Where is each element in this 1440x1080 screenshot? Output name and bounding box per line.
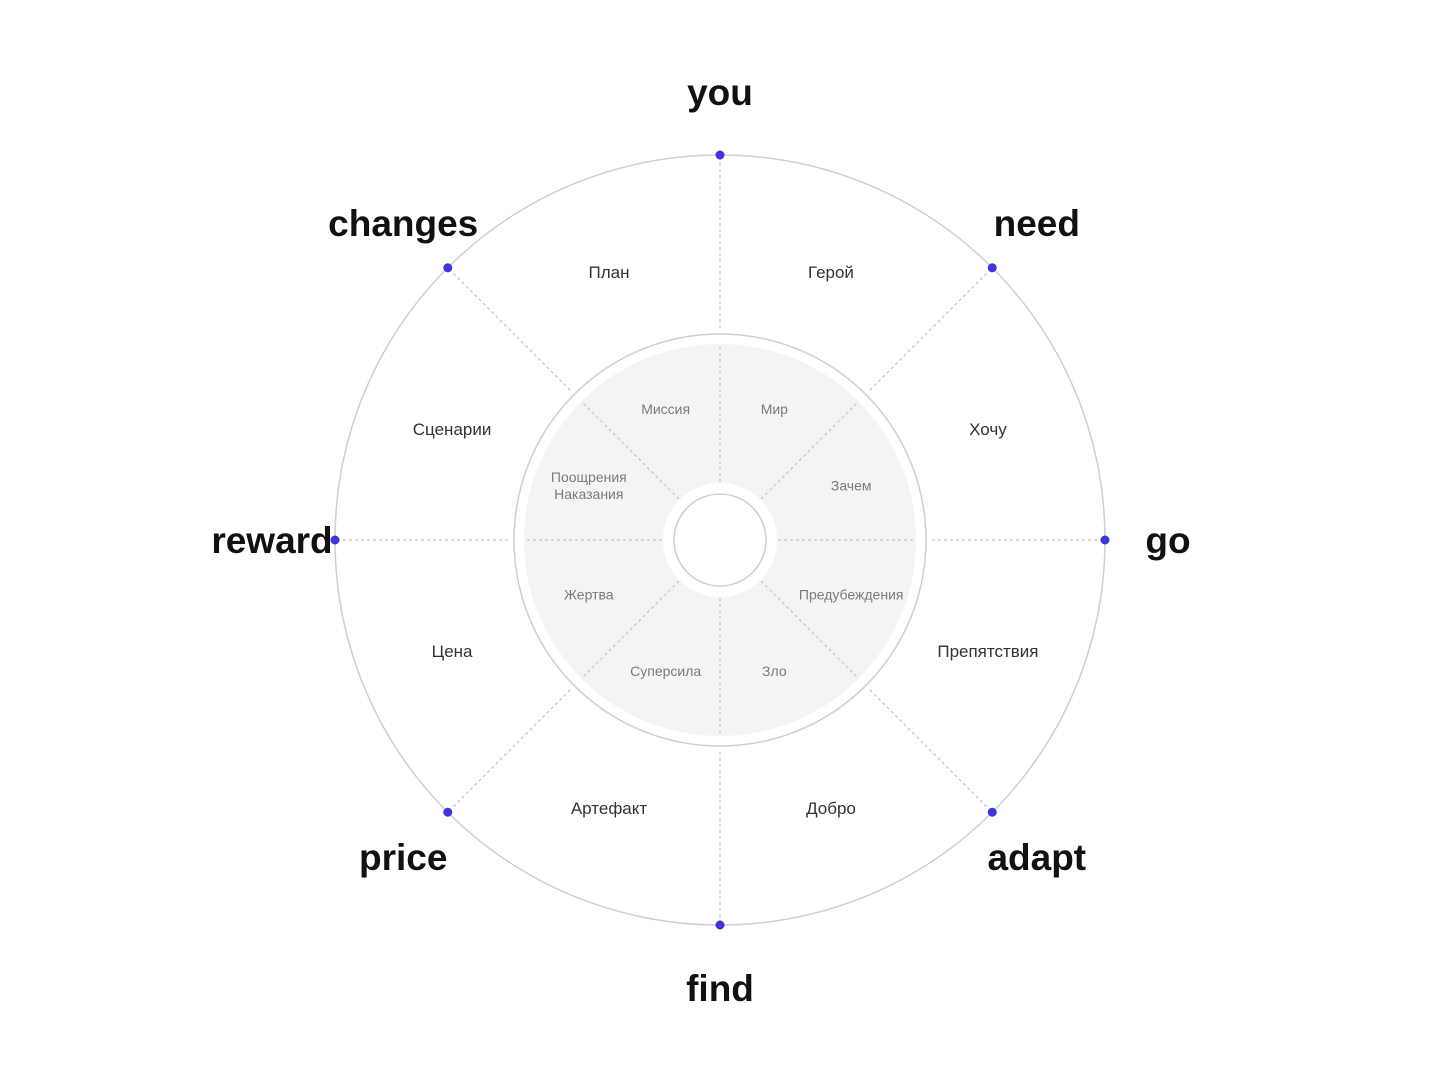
ring-dot <box>330 535 340 545</box>
outer-label-price: price <box>359 837 447 878</box>
outer-label-find: find <box>686 968 754 1009</box>
ring-dot <box>715 920 725 930</box>
ring-dot <box>715 150 725 160</box>
spoke-line <box>447 267 571 391</box>
hub-circle <box>673 493 767 587</box>
middle-label: Герой <box>808 263 854 282</box>
middle-label: Препятствия <box>937 642 1038 661</box>
inner-label: Зло <box>762 663 787 679</box>
inner-spoke-line <box>760 580 860 680</box>
middle-label: Цена <box>432 642 473 661</box>
ring-dot <box>987 263 997 273</box>
inner-label: Жертва <box>564 586 614 602</box>
outer-label-reward: reward <box>211 520 332 561</box>
inner-spoke-lines <box>524 344 916 736</box>
ring-dot <box>1100 535 1110 545</box>
spoke-line <box>869 689 993 813</box>
inner-label: Суперсила <box>630 663 701 679</box>
middle-label: Хочу <box>969 420 1007 439</box>
spoke-lines <box>335 155 1105 925</box>
outer-label-you: you <box>687 72 753 113</box>
middle-label: Добро <box>806 799 856 818</box>
ring-dot <box>443 263 453 273</box>
outer-label-adapt: adapt <box>987 837 1086 878</box>
inner-label: Предубеждения <box>799 586 904 602</box>
outer-label-need: need <box>994 203 1080 244</box>
outer-label-changes: changes <box>328 203 478 244</box>
spoke-line <box>869 267 993 391</box>
inner-spoke-line <box>760 400 860 500</box>
inner-spoke-line <box>580 400 680 500</box>
spoke-line <box>447 689 571 813</box>
outer-labels: you need go adapt find price reward changes <box>211 72 1190 1009</box>
inner-spoke-line <box>580 580 680 680</box>
middle-label: План <box>589 263 630 282</box>
middle-label: Артефакт <box>571 799 648 818</box>
ring-dot <box>987 807 997 817</box>
ring-dot <box>443 807 453 817</box>
ring-dots <box>330 150 1110 930</box>
middle-label: Сценарии <box>413 420 492 439</box>
inner-label: Миссия <box>641 401 690 417</box>
outer-label-go: go <box>1145 520 1190 561</box>
inner-label: Зачем <box>831 478 872 494</box>
inner-label: Мир <box>761 401 788 417</box>
